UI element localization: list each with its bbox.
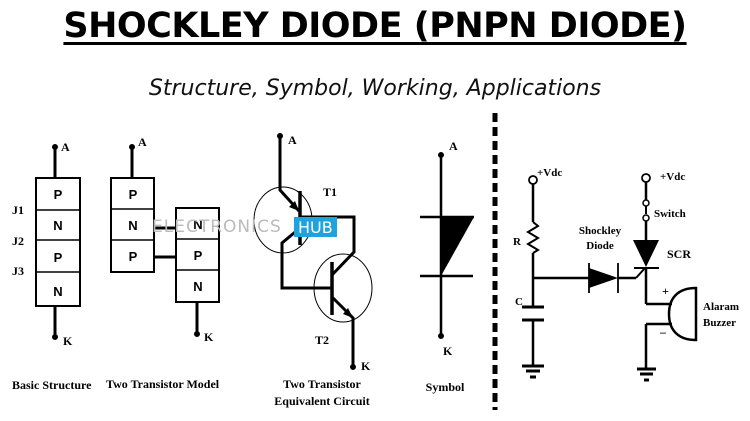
layer-label: N: [128, 218, 137, 233]
vdc-terminal-left: [528, 175, 538, 185]
layer-label: P: [129, 249, 138, 264]
basic-structure: [35, 144, 81, 340]
layer-label: N: [193, 279, 202, 294]
page-title: SHOCKLEY DIODE (PNPN DIODE): [63, 6, 687, 46]
cathode-label: K: [63, 334, 73, 348]
page-subtitle: Structure, Symbol, Working, Applications: [148, 76, 602, 101]
resistor-label: R: [513, 236, 522, 248]
caption-equivalent-circuit: Equivalent Circuit: [274, 394, 369, 408]
resistor-r: [526, 221, 540, 254]
cathode-label: K: [443, 344, 453, 358]
layer-label: P: [129, 187, 138, 202]
junction-label: J2: [12, 234, 24, 248]
minus-label: –: [659, 325, 667, 339]
caption-equivalent-circuit: Two Transistor: [283, 377, 361, 391]
layer-label: P: [194, 248, 203, 263]
cathode-terminal: [194, 331, 200, 337]
t1-label: T1: [323, 185, 337, 199]
shockley-symbol: [420, 152, 474, 339]
anode-label: A: [138, 135, 147, 149]
junction-label: J3: [12, 264, 24, 278]
junction-label: J1: [12, 203, 24, 217]
t1-collector-wire: [280, 226, 331, 290]
watermark: ELECTRONICS HUB: [152, 217, 337, 237]
cathode-label: K: [361, 359, 371, 373]
layer-label: P: [54, 187, 63, 202]
application-circuit: [522, 173, 698, 382]
buzzer: [667, 286, 698, 342]
watermark-brand: ELECTRONICS: [152, 217, 282, 237]
layer-label: N: [193, 217, 202, 232]
t2-label: T2: [315, 333, 329, 347]
cathode-terminal: [350, 364, 356, 370]
buzzer-label: Buzzer: [703, 317, 736, 329]
shockley-diode-triangle: [589, 268, 618, 288]
watermark-hub-badge: [294, 217, 337, 237]
t1-emitter-arrow: [289, 201, 299, 211]
caption-symbol: Symbol: [426, 380, 465, 394]
anode-label: A: [449, 139, 458, 153]
shockley-diode-label: Diode: [586, 240, 614, 252]
cathode-label: K: [204, 330, 214, 344]
t1-emitter: [278, 136, 301, 213]
cathode-terminal: [438, 333, 444, 339]
layer-label: N: [53, 218, 62, 233]
scr-gate: [635, 267, 646, 279]
vdc-label: +Vdc: [537, 167, 562, 179]
caption-two-transistor-model: Two Transistor Model: [106, 377, 220, 391]
pnp-block: [110, 177, 155, 273]
equivalent-circuit: [253, 133, 373, 370]
cathode-terminal: [52, 334, 58, 340]
t2-emitter: [330, 295, 355, 366]
layer-label: N: [53, 284, 62, 299]
symbol-triangle: [441, 217, 474, 276]
anode-label: A: [61, 140, 70, 154]
layer-label: P: [54, 250, 63, 265]
shockley-diode-label: Shockley: [579, 225, 622, 237]
vdc-terminal-right: [641, 173, 651, 183]
scr-triangle: [633, 240, 659, 267]
caption-basic-structure: Basic Structure: [12, 378, 92, 392]
anode-label: A: [288, 133, 297, 147]
scr-label: SCR: [667, 247, 691, 261]
pnpn-block: [35, 177, 81, 307]
plus-label: +: [662, 284, 669, 298]
t2-emitter-arrow: [343, 308, 353, 318]
switch-label: Switch: [654, 208, 686, 220]
capacitor-label: C: [515, 296, 523, 308]
buzzer-label: Alaram: [703, 301, 739, 313]
switch-contact: [642, 199, 650, 207]
watermark-hub-text: HUB: [298, 218, 333, 237]
switch-contact: [642, 214, 650, 222]
two-transistor-model: [110, 144, 220, 337]
vdc-label: +Vdc: [660, 171, 685, 183]
